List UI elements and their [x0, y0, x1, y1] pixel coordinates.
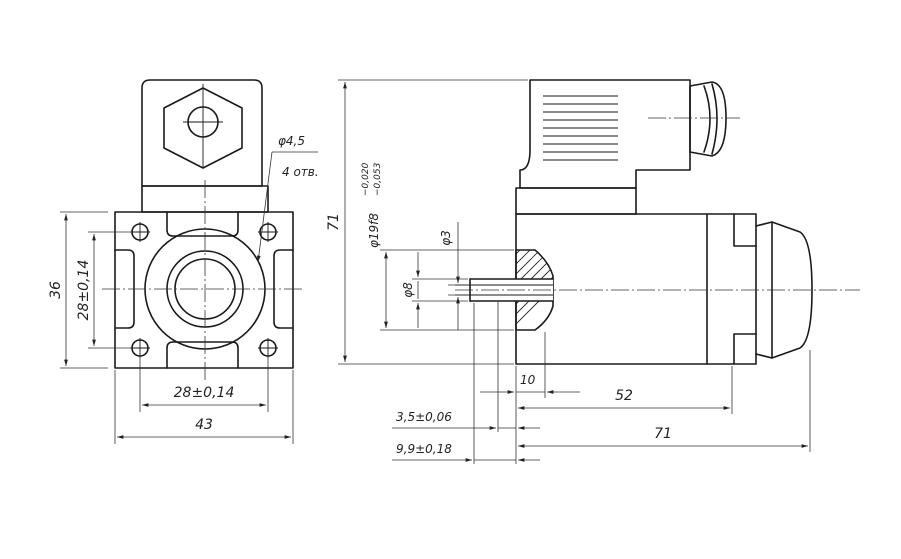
dim-28-horizontal-label: 28±0,14: [174, 385, 235, 401]
end-cap: [755, 221, 813, 359]
side-view: 71 φ19f8 −0,020 −0,053 φ8 φ3 10: [326, 79, 860, 464]
front-view: 36 28±0,14 28±0,14 43 φ4,5 4 отв.: [48, 79, 319, 444]
hole-count-label: 4 отв.: [282, 165, 319, 179]
dim-52-label: 52: [615, 388, 633, 404]
shaft-dia-label: φ19f8: [367, 213, 381, 248]
dim-71-vertical-label: 71: [326, 213, 342, 231]
dim-43-label: 43: [195, 417, 213, 433]
shaft-tol-upper-label: −0,020: [361, 162, 371, 196]
connector-head-outline: [141, 79, 263, 187]
dim-36-label: 36: [48, 281, 64, 299]
hole-dia-label: φ4,5: [278, 134, 305, 148]
connector-grill: [543, 95, 618, 161]
body-square: [114, 211, 294, 369]
dim-28-vertical-label: 28±0,14: [76, 260, 92, 321]
dim-10-label: 10: [520, 373, 536, 387]
shaft-tol-lower-label: −0,053: [373, 162, 383, 196]
connector-side-outline: [519, 79, 691, 189]
dim-35-label: 3,5±0,06: [396, 410, 452, 424]
dim-71-horizontal-label: 71: [654, 426, 672, 442]
pin-dia-3-label: φ3: [439, 230, 453, 246]
dim-99-label: 9,9±0,18: [396, 442, 452, 456]
shaft-boss: [515, 249, 554, 331]
pin-dia-8-label: φ8: [401, 282, 415, 298]
